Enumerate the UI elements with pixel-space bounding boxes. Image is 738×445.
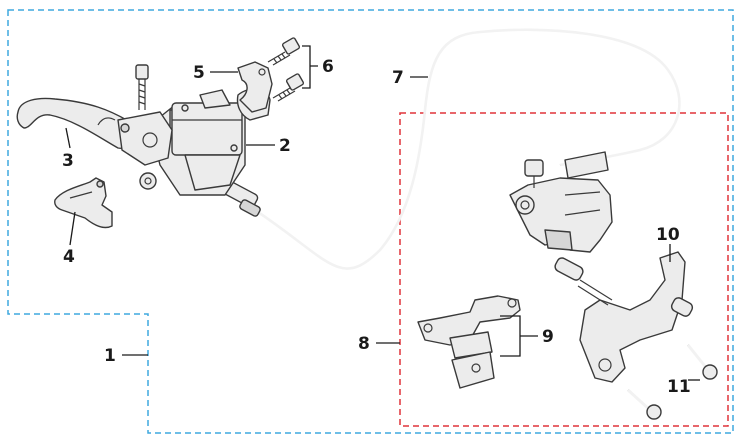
brake-caliper (509, 151, 613, 253)
callout-3: 3 (62, 151, 74, 171)
clamp-bolts (267, 37, 305, 102)
brake-lever (16, 97, 173, 166)
bracket-bolts (626, 344, 718, 420)
callout-1: 1 (104, 346, 116, 366)
callout-2: 2 (279, 136, 291, 156)
lever-guard (54, 177, 113, 229)
handlebar-clamp (237, 61, 273, 113)
callout-10: 10 (656, 225, 680, 245)
caliper-group-outline (399, 112, 729, 427)
assembly-outline-boundary (7, 9, 734, 434)
pivot-nut (139, 172, 157, 190)
leader-9 (500, 315, 538, 357)
callout-9: 9 (542, 327, 554, 347)
leader-lines (65, 45, 700, 381)
leader-3 (65, 127, 71, 149)
leader-4 (69, 211, 76, 246)
callout-4: 4 (63, 247, 75, 267)
caliper-bracket (554, 251, 694, 383)
callout-8: 8 (358, 334, 370, 354)
callout-11: 11 (667, 377, 691, 397)
callout-labels: 1 2 3 4 5 6 7 8 9 10 11 (62, 57, 691, 397)
leader-6 (302, 45, 318, 89)
callout-7: 7 (392, 68, 404, 88)
pivot-bolt (135, 64, 149, 110)
callout-5: 5 (193, 63, 205, 83)
brake-pads (417, 295, 521, 389)
callout-6: 6 (322, 57, 334, 77)
